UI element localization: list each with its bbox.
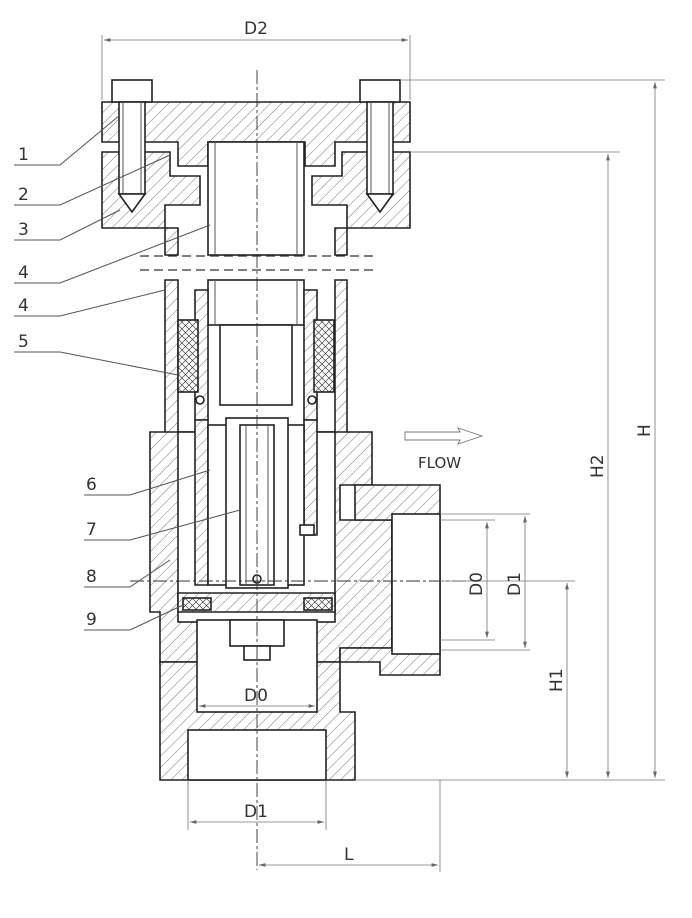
dim-d1-bottom: D1 [244,802,268,822]
callout-4a: 4 [18,263,29,283]
callout-2: 2 [18,185,29,205]
dim-h1: H1 [547,668,567,692]
bolt-left [111,79,153,214]
dim-d0-bottom: D0 [244,686,268,706]
bonnet [101,101,411,167]
flow-label: FLOW [418,454,461,472]
callout-3: 3 [18,220,29,240]
callout-5: 5 [18,332,29,352]
callout-9: 9 [86,610,97,630]
packing [177,319,335,405]
dim-h2: H2 [588,454,608,478]
callout-4b: 4 [18,296,29,316]
valve-cage [194,417,318,589]
bolt-right [359,79,401,214]
callout-1: 1 [18,145,29,165]
callout-8: 8 [86,567,97,587]
spindle [207,141,305,406]
callout-6: 6 [86,475,97,495]
leader-lines [14,114,241,631]
dim-d0-side: D0 [467,572,487,596]
dim-l: L [344,845,354,865]
dim-d1-side: D1 [505,572,525,596]
flow-arrow-icon [404,427,484,445]
dim-h: H [635,424,655,437]
dimension-lines [101,35,665,872]
callout-7: 7 [86,520,97,540]
dim-d2-top: D2 [244,19,268,39]
